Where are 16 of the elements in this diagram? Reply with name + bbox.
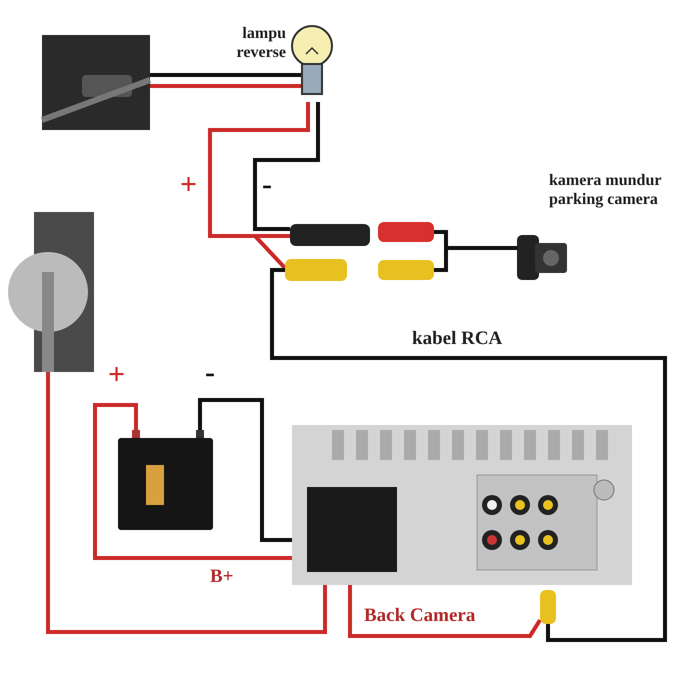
wire xyxy=(348,585,542,638)
wire xyxy=(198,398,292,542)
wire xyxy=(253,102,320,231)
wire xyxy=(46,372,327,634)
wire xyxy=(93,403,292,560)
wire xyxy=(208,102,310,270)
wire xyxy=(150,84,302,88)
component-label: lampu reverse xyxy=(236,24,286,62)
polarity-sign: + xyxy=(108,360,126,390)
polarity-sign: - xyxy=(205,358,215,388)
polarity-sign: - xyxy=(262,170,272,200)
polarity-sign: + xyxy=(180,170,198,200)
wire xyxy=(434,246,517,272)
component-label: kamera mundur parking camera xyxy=(549,171,662,210)
wire xyxy=(150,73,302,77)
wire xyxy=(270,268,667,642)
